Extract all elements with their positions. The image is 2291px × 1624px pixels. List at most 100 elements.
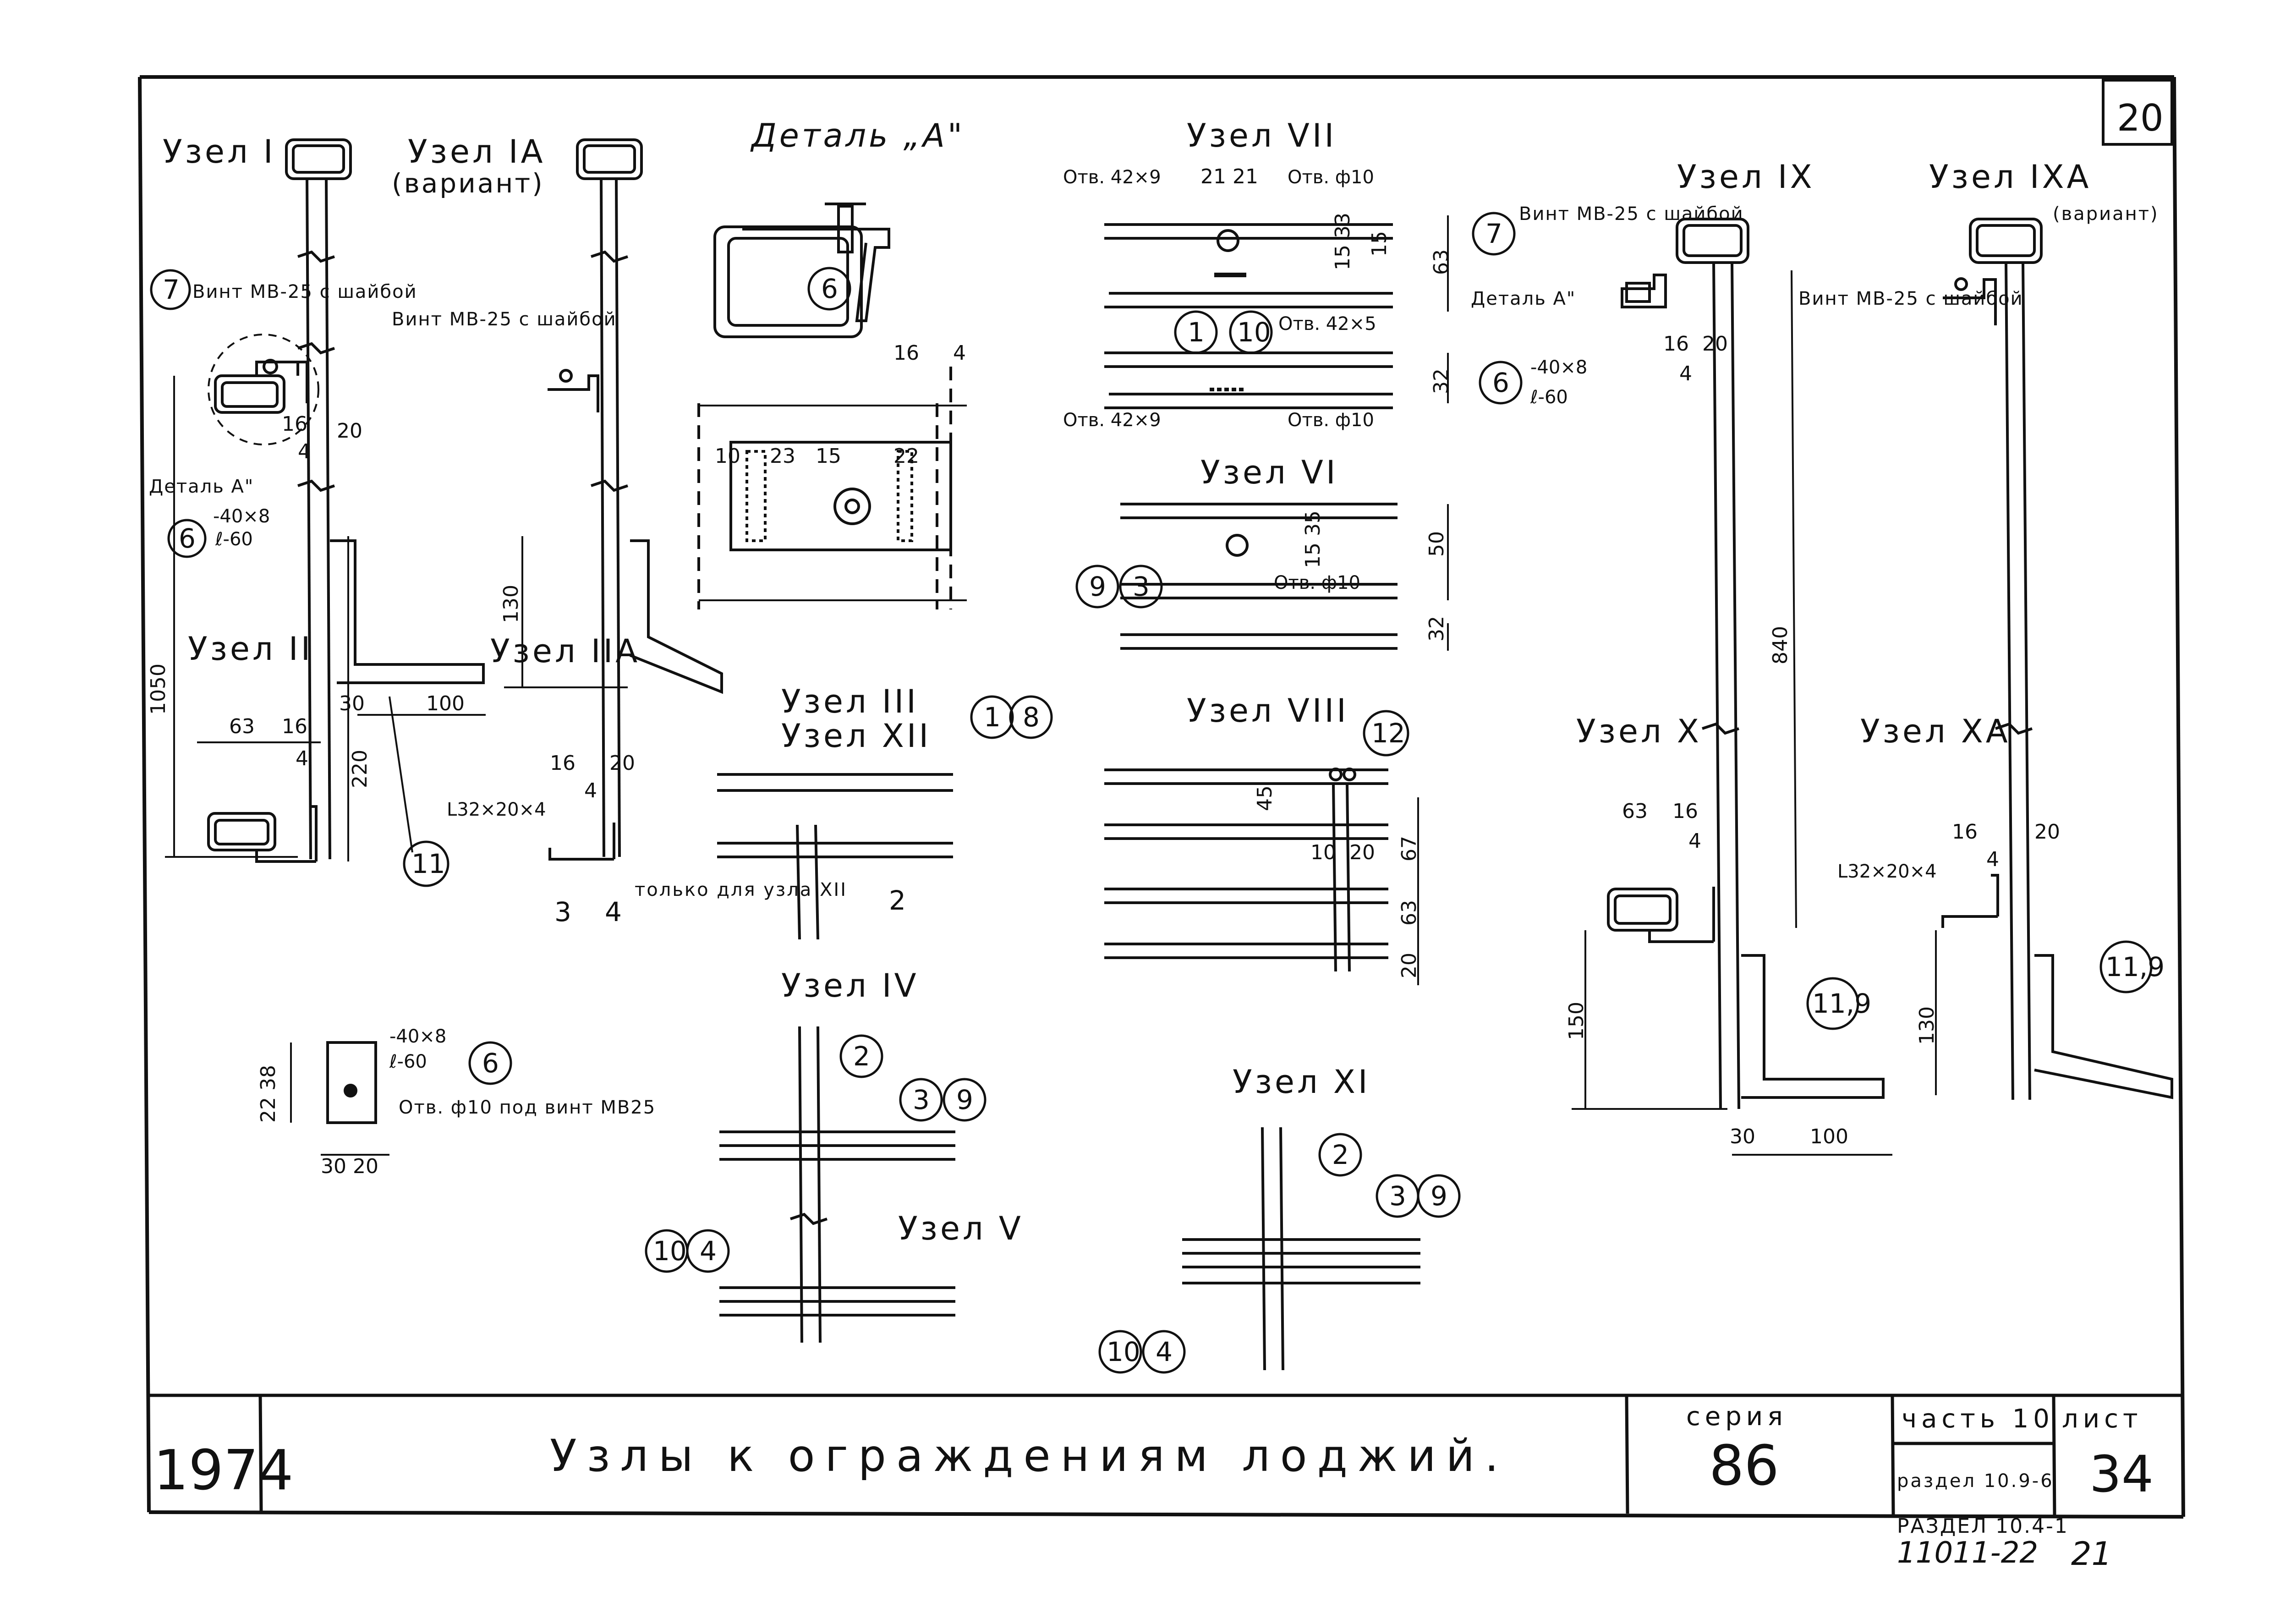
node-6-label: Узел VI (1200, 454, 1338, 491)
plate-len-3: ℓ-60 (389, 1051, 427, 1072)
dim-15-35: 15 35 (1301, 510, 1325, 568)
dim-15b: 15 (1368, 231, 1391, 257)
sheet-bottom-note-2: 11011-22 (1897, 1536, 2038, 1570)
node-5-label: Узел V (898, 1210, 1024, 1247)
node-11-drawing (1182, 1127, 1420, 1371)
marker-3a-circle (1119, 565, 1163, 609)
dim-20g: 20 (353, 1155, 378, 1178)
dim-1050: 1050 (147, 664, 170, 715)
bolt-annotation-2: Винт МВ-25 с шайбой (392, 309, 617, 330)
node-1-label: Узел I (163, 133, 276, 170)
node-4-label: Узел IV (781, 967, 919, 1004)
title-year: 1974 (153, 1439, 293, 1503)
dim-4f: 4 (1688, 829, 1701, 853)
dim-4b: 4 (296, 747, 308, 770)
node-9a-drawing (1935, 218, 2173, 1100)
node-1a-variant: (вариант) (392, 168, 544, 199)
dim-20d: 20 (1349, 841, 1375, 864)
marker-10a: 10 (1237, 317, 1271, 348)
detail-a-ref-2: Деталь А" (1471, 288, 1576, 309)
dim-20b: 20 (609, 752, 635, 775)
detail-a-ref-1: Деталь А" (149, 476, 254, 497)
dim-16a: 16 (282, 412, 307, 436)
marker-6c: 6 (482, 1048, 499, 1079)
marker-1a-circle (1174, 310, 1218, 354)
marker-3a: 3 (1133, 571, 1150, 602)
plate-note-2: -40×8 (1530, 357, 1587, 378)
node-1a-label: Узел IA (408, 133, 545, 170)
marker-6a: 6 (179, 523, 196, 554)
dim-21b: 21 (1233, 165, 1258, 188)
dim-63a: 63 (229, 715, 255, 738)
marker-6a-circle (167, 519, 207, 558)
dim-4g: 4 (1986, 848, 1999, 871)
dim-20f: 20 (2034, 820, 2060, 844)
dim-4d: 4 (953, 341, 966, 365)
node-9-label: Узел IX (1677, 158, 1815, 196)
dim-67: 67 (1398, 836, 1421, 861)
node-8-drawing (1104, 768, 1419, 985)
dim-16c: 16 (550, 752, 575, 775)
plate-len-1: ℓ-60 (215, 529, 253, 550)
node-12-label: Узел XII (781, 717, 931, 755)
dim-23: 23 (770, 444, 795, 468)
dim-50: 50 (1425, 531, 1448, 557)
node-1a-drawing (504, 138, 723, 861)
angle-note-2: L32×20×4 (1837, 861, 1937, 882)
bolt-annotation-4: Винт МВ-25 с шайбой (1798, 288, 2023, 309)
dim-16b: 16 (282, 715, 307, 738)
dim-220: 220 (348, 750, 372, 788)
dim-100a: 100 (426, 692, 465, 715)
node-3-drawing (717, 773, 953, 940)
marker-11-9b: 11,9 (2105, 951, 2165, 982)
dim-10: 10 (715, 444, 740, 468)
node-9a-variant: (вариант) (2053, 203, 2159, 225)
dim-4a: 4 (298, 440, 311, 463)
marker-2b: 2 (1332, 1139, 1349, 1170)
hole-f10-top: Отв. ф10 (1288, 167, 1374, 188)
dim-15: 15 (816, 444, 841, 468)
dim-16f: 16 (1672, 800, 1698, 823)
angle-note-1: L32×20×4 (447, 799, 546, 820)
node-10a-label: Узел XA (1860, 713, 2011, 750)
title-block (148, 1394, 2181, 1516)
marker-6b-circle (807, 267, 851, 311)
marker-9a: 9 (1089, 571, 1106, 602)
plain-number-2: 2 (889, 885, 906, 916)
node-8-label: Узел VIII (1187, 692, 1349, 730)
marker-4b-circle (1142, 1330, 1186, 1374)
marker-8: 8 (1023, 702, 1040, 733)
dim-16d: 16 (893, 341, 919, 365)
dim-130a: 130 (499, 585, 523, 623)
plain-number-3: 3 (554, 896, 571, 927)
plate-note-1: -40×8 (213, 506, 270, 527)
marker-6b: 6 (821, 273, 838, 304)
dim-22-38: 22 38 (257, 1065, 280, 1123)
dim-32a: 32 (1430, 368, 1453, 394)
title-section: раздел 10.9-6 (1897, 1470, 2054, 1492)
dim-21a: 21 (1200, 165, 1226, 188)
dim-30c: 30 (321, 1155, 346, 1178)
plate-detail-drawing (290, 1041, 389, 1156)
dim-100b: 100 (1810, 1125, 1848, 1148)
dim-16e: 16 (1663, 332, 1689, 356)
marker-2b-circle (1318, 1133, 1362, 1177)
node-2-label: Узел II (188, 630, 313, 668)
node-3-label: Узел III (781, 683, 919, 720)
hole-f10-bot: Отв. ф10 (1288, 410, 1374, 431)
dim-32b: 32 (1425, 616, 1448, 642)
title-list-label: лист (2062, 1404, 2143, 1434)
dim-130b: 130 (1915, 1006, 1939, 1045)
title-part: часть 10 (1902, 1404, 2054, 1434)
marker-11-9b-circle (2099, 940, 2153, 993)
marker-2a-circle (839, 1034, 883, 1078)
hole-42x9-bot: Отв. 42×9 (1063, 410, 1161, 431)
marker-4b: 4 (1156, 1336, 1173, 1367)
plate-note-3: -40×8 (389, 1026, 446, 1047)
node-9a-label: Узел IXA (1929, 158, 2091, 196)
node-7-drawing (1104, 215, 1449, 409)
sheet-bottom-note-1: РАЗДЕЛ 10.4-1 (1897, 1514, 2069, 1538)
marker-7b: 7 (1485, 218, 1502, 249)
dim-4e: 4 (1679, 362, 1692, 385)
